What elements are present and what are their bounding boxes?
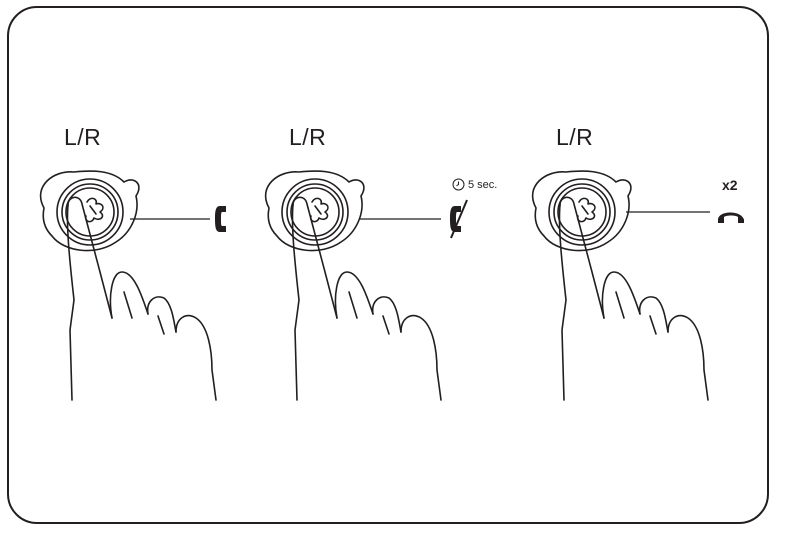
earbud-tap-illustration — [531, 170, 744, 401]
earbud-tap-illustration — [264, 170, 468, 401]
panel-end-call: L/R x2 — [522, 0, 782, 538]
earbud-tap-illustration — [39, 170, 226, 401]
repeat-count: x2 — [722, 177, 738, 193]
phone-declined-icon — [450, 199, 468, 239]
side-label: L/R — [64, 124, 102, 150]
phone-hangup-icon — [718, 212, 744, 223]
panel-answer-call: L/R — [30, 0, 290, 538]
clock-icon — [452, 178, 465, 191]
phone-handset-icon — [215, 206, 226, 232]
side-label: L/R — [556, 124, 594, 150]
side-label: L/R — [289, 124, 327, 150]
diagram-frame — [7, 6, 769, 524]
duration-text: 5 sec. — [468, 178, 498, 191]
duration-indicator: 5 sec. — [452, 178, 497, 191]
panel-reject-call: L/R 5 sec. — [255, 0, 515, 538]
